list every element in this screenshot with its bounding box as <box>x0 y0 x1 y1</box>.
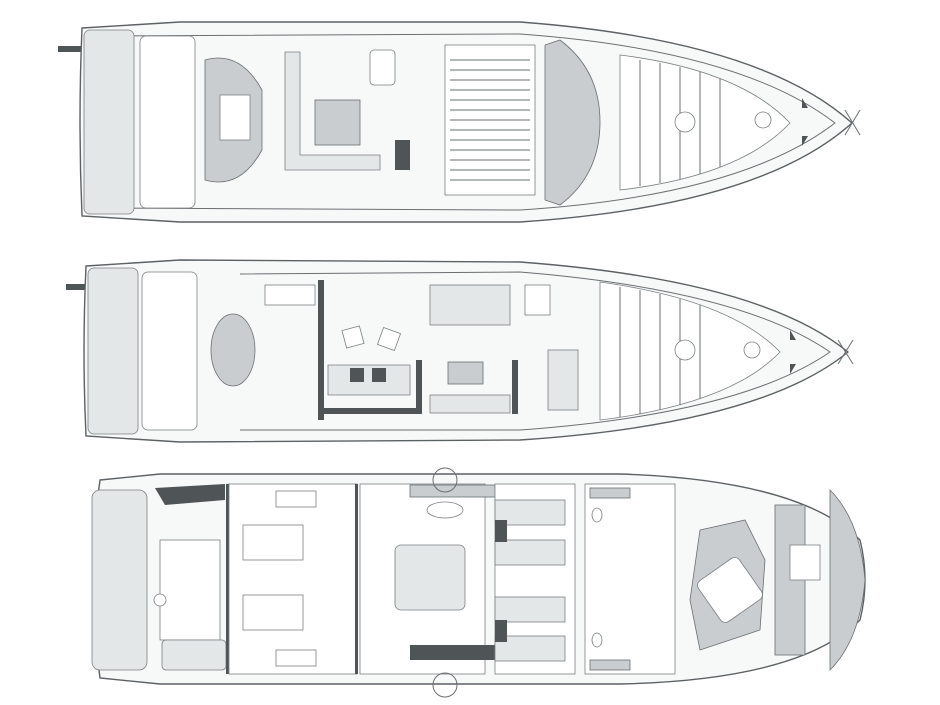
gangway-rail <box>58 46 98 52</box>
swim-platform <box>87 267 139 435</box>
galley <box>429 284 511 326</box>
flybridge-sofa <box>284 51 381 171</box>
dining-table <box>447 361 484 385</box>
tender-garage <box>91 489 148 671</box>
helm <box>547 349 579 411</box>
foredeck-sunpad <box>619 54 791 191</box>
sunpad-teak <box>444 44 536 196</box>
engine-room <box>228 483 358 675</box>
aft-dining-table <box>210 313 256 387</box>
master-bed <box>394 544 466 611</box>
aft-cockpit <box>141 271 198 431</box>
anchor-icon <box>837 339 854 365</box>
flybridge-plan <box>58 21 861 223</box>
aft-deck <box>139 35 196 209</box>
armchair <box>341 325 365 349</box>
swim-platform <box>83 29 135 215</box>
main-deck-plan <box>66 259 854 443</box>
crew-cabin <box>159 539 221 641</box>
armchair <box>376 326 402 352</box>
windscreen <box>544 39 601 206</box>
lower-deck-plan <box>91 467 866 698</box>
vip-bed <box>697 557 763 623</box>
stairs <box>264 284 316 306</box>
wet-bar <box>369 49 396 86</box>
saloon-sofa <box>327 364 411 396</box>
engine <box>242 524 304 561</box>
hatch <box>674 111 696 133</box>
engine <box>242 594 304 631</box>
flybridge-table <box>314 99 361 146</box>
anchor-icon <box>844 109 861 136</box>
